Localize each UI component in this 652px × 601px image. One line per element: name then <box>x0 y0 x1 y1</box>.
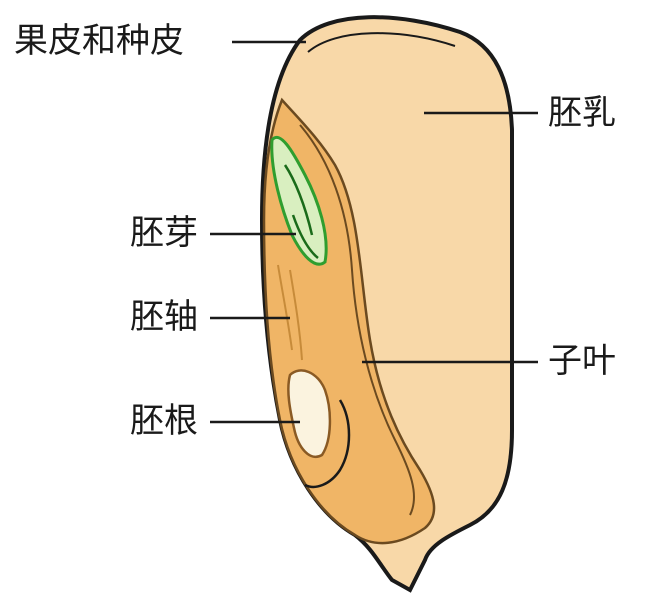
label-hypocotyl: 胚轴 <box>130 300 198 334</box>
label-endosperm: 胚乳 <box>548 96 616 130</box>
label-cotyledon: 子叶 <box>548 344 616 378</box>
label-plumule: 胚芽 <box>130 216 198 250</box>
label-radicle: 胚根 <box>130 404 198 438</box>
label-pericarp-seedcoat: 果皮和种皮 <box>14 24 184 58</box>
